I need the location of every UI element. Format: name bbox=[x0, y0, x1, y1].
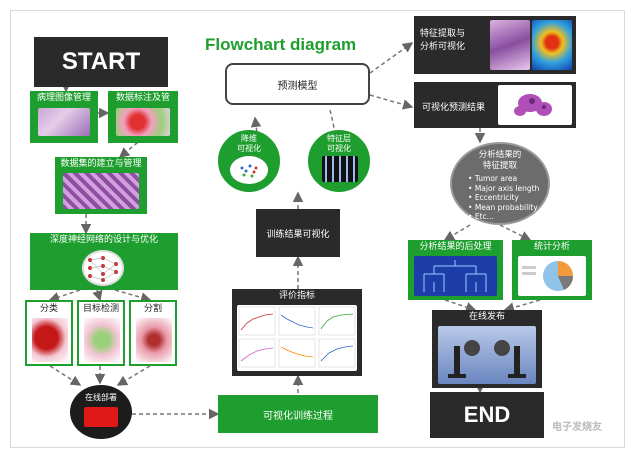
feature-item: Major axis length bbox=[468, 184, 540, 194]
prediction-viz-box: 可视化预测结果 bbox=[414, 82, 576, 128]
statistics-box: 统计分析 bbox=[512, 240, 592, 300]
image-management-box: 病理图像管理 bbox=[30, 91, 98, 143]
feature-extraction-label: 分析结果的 特征提取 bbox=[478, 150, 522, 171]
network-design-box: 深度神经网络的设计与优化 bbox=[30, 233, 178, 290]
segmentation-image bbox=[136, 318, 172, 362]
annotation-label: 数据标注及管 bbox=[115, 93, 170, 103]
dataset-label: 数据集的建立与管理 bbox=[60, 159, 142, 169]
heatmap-image bbox=[532, 20, 572, 70]
network-design-label: 深度神经网络的设计与优化 bbox=[49, 235, 158, 245]
feature-item: Mean probability bbox=[468, 203, 539, 213]
dimension-reduction-node: 降维 可视化 bbox=[218, 130, 280, 192]
metric-charts bbox=[237, 305, 357, 371]
microscope-image bbox=[438, 326, 536, 384]
statistics-label: 统计分析 bbox=[533, 242, 570, 252]
pathology-thumbnail bbox=[38, 108, 90, 136]
feature-item: Tumor area bbox=[468, 174, 539, 184]
online-release-label: 在线发布 bbox=[468, 312, 505, 322]
evaluation-box: 评价指标 bbox=[232, 289, 362, 376]
feature-item: Etc... bbox=[468, 212, 539, 222]
evaluation-label: 评价指标 bbox=[278, 291, 315, 301]
pie-chart-image bbox=[518, 256, 586, 296]
segmentation-label: 分割 bbox=[143, 304, 162, 314]
feature-item: Eccentricity bbox=[468, 193, 539, 203]
detection-box: 目标检测 bbox=[77, 300, 125, 366]
feature-layer-label: 特征层 可视化 bbox=[327, 134, 351, 153]
prediction-viz-label: 可视化预测结果 bbox=[422, 103, 486, 113]
feature-map-thumbnail bbox=[322, 156, 358, 182]
annotation-box: 数据标注及管 bbox=[108, 91, 178, 143]
training-process-node: 可视化训练过程 bbox=[218, 395, 378, 433]
annotated-thumbnail bbox=[116, 108, 170, 136]
tree-diagram-image bbox=[414, 256, 497, 296]
feature-list: Tumor area Major axis length Eccentricit… bbox=[460, 174, 540, 222]
image-management-label: 病理图像管理 bbox=[36, 93, 91, 103]
diagram-title: Flowchart diagram bbox=[205, 35, 357, 54]
start-node: START bbox=[34, 37, 168, 87]
dataset-thumbnail bbox=[63, 173, 139, 209]
classification-image bbox=[32, 318, 68, 362]
deploy-screens-icon bbox=[84, 407, 118, 427]
dimension-reduction-label: 降维 可视化 bbox=[237, 134, 261, 153]
online-deploy-node: 在线部署 bbox=[70, 385, 132, 439]
feature-analysis-label: 特征提取与 分析可视化 bbox=[420, 29, 466, 52]
classification-label: 分类 bbox=[39, 304, 58, 314]
feature-extraction-node: 分析结果的 特征提取 Tumor area Major axis length … bbox=[450, 142, 550, 225]
scatter-thumbnail bbox=[230, 156, 268, 184]
postprocess-box: 分析结果的后处理 bbox=[408, 240, 503, 300]
feature-analysis-box: 特征提取与 分析可视化 bbox=[414, 16, 576, 74]
classification-box: 分类 bbox=[25, 300, 73, 366]
prediction-model-node: 预测模型 bbox=[225, 63, 370, 105]
online-release-box: 在线发布 bbox=[432, 310, 542, 388]
prediction-image bbox=[498, 85, 572, 125]
online-deploy-label: 在线部署 bbox=[85, 393, 117, 402]
end-node: END bbox=[430, 392, 544, 438]
neural-network-icon bbox=[82, 250, 124, 286]
postprocess-label: 分析结果的后处理 bbox=[419, 242, 492, 252]
detection-label: 目标检测 bbox=[82, 304, 119, 314]
detection-image bbox=[84, 318, 120, 362]
segmentation-box: 分割 bbox=[129, 300, 177, 366]
training-result-node: 训练结果可视化 bbox=[256, 209, 340, 257]
watermark-logo: 电子发烧友 bbox=[552, 422, 602, 433]
dataset-box: 数据集的建立与管理 bbox=[55, 157, 147, 214]
histology-image bbox=[490, 20, 530, 70]
feature-layer-node: 特征层 可视化 bbox=[308, 130, 370, 192]
